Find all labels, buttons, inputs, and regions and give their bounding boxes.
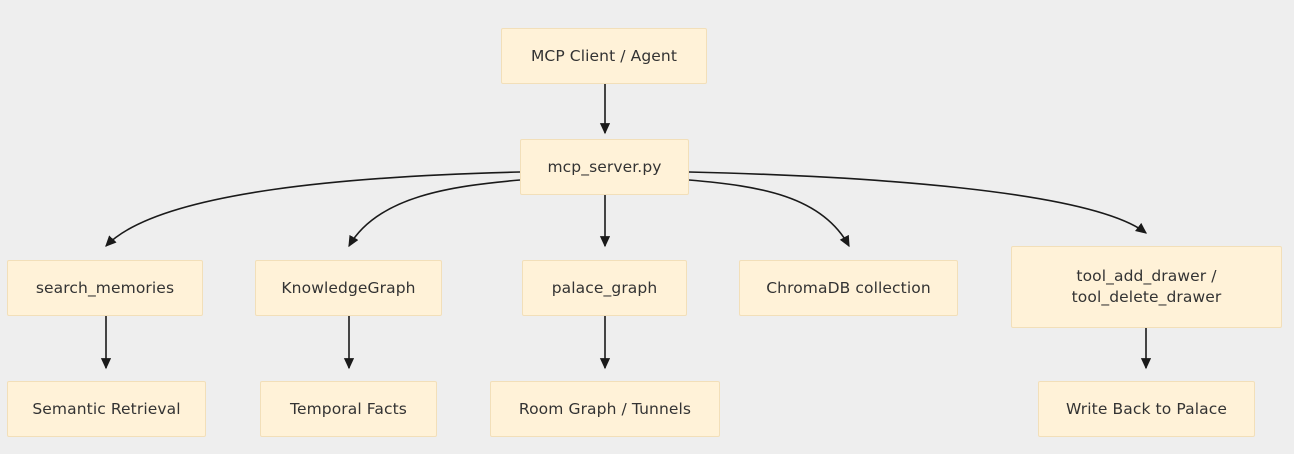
node-mcp-client-agent[interactable]: MCP Client / Agent <box>501 28 707 84</box>
node-write-back-to-palace[interactable]: Write Back to Palace <box>1038 381 1255 437</box>
edge-mcp-server-py-to-tool-add-delete-drawer <box>688 171 1148 234</box>
edge-mcp-server-py-to-search-memories <box>105 171 521 247</box>
edge-mcp-server-py-to-knowledgegraph <box>348 179 521 248</box>
node-label: tool_add_drawer / tool_delete_drawer <box>1071 267 1222 306</box>
node-label: Write Back to Palace <box>1066 399 1227 418</box>
node-label: KnowledgeGraph <box>281 278 416 297</box>
node-label: palace_graph <box>551 278 658 297</box>
node-search-memories[interactable]: search_memories <box>7 260 203 316</box>
node-semantic-retrieval[interactable]: Semantic Retrieval <box>7 381 206 437</box>
node-label: Semantic Retrieval <box>32 399 181 418</box>
node-chromadb-collection[interactable]: ChromaDB collection <box>739 260 958 316</box>
node-room-graph-tunnels[interactable]: Room Graph / Tunnels <box>490 381 720 437</box>
node-label: mcp_server.py <box>547 157 662 176</box>
node-knowledgegraph[interactable]: KnowledgeGraph <box>255 260 442 316</box>
node-mcp-server-py[interactable]: mcp_server.py <box>520 139 689 195</box>
edge-mcp-server-py-to-chromadb-collection <box>688 179 850 248</box>
node-tool-add-delete-drawer[interactable]: tool_add_drawer / tool_delete_drawer <box>1011 246 1282 328</box>
node-palace-graph[interactable]: palace_graph <box>522 260 687 316</box>
node-label: search_memories <box>35 278 175 297</box>
node-label: Temporal Facts <box>290 399 407 418</box>
node-temporal-facts[interactable]: Temporal Facts <box>260 381 437 437</box>
node-label: Room Graph / Tunnels <box>518 399 692 418</box>
node-label: MCP Client / Agent <box>530 46 678 65</box>
node-label: ChromaDB collection <box>766 278 931 297</box>
